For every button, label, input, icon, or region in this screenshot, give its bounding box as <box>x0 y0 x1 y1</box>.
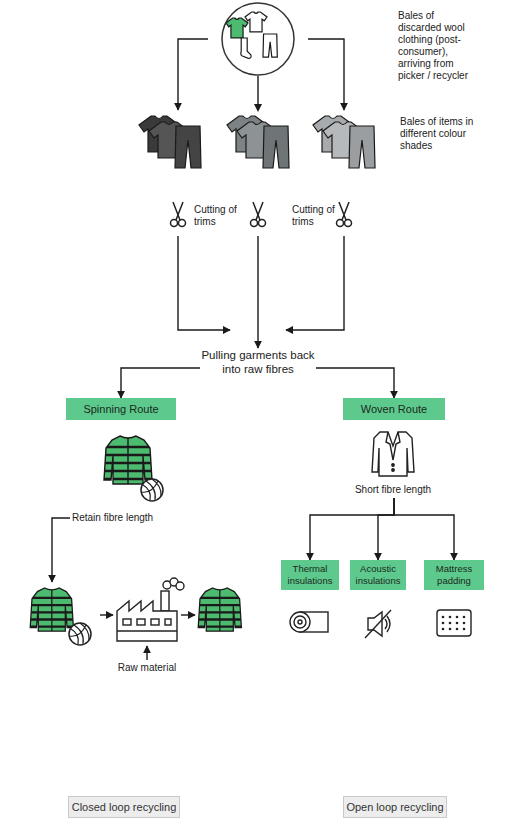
closed-loop-arrow <box>52 518 195 660</box>
product-box: Acoustic insulations <box>350 560 406 590</box>
blazer-icon <box>392 469 394 471</box>
clothing-in-circle <box>241 38 251 58</box>
scissors-icon <box>337 202 352 227</box>
node-text: Thermal insulations <box>281 563 339 587</box>
branch-line <box>178 39 208 110</box>
flow-arrow <box>316 368 394 398</box>
factory-icon <box>117 601 177 641</box>
factory-icon <box>176 582 184 590</box>
factory-icon <box>123 619 131 625</box>
side-note: Bales of items in different colour shade… <box>400 116 476 152</box>
clothing-bale-medium <box>227 116 289 168</box>
scissors-icon <box>251 202 266 227</box>
step-note: Cutting of trims <box>292 204 338 228</box>
closed-loop-illustration <box>28 578 245 645</box>
loop-type-box: Closed loop recycling <box>68 796 180 818</box>
spinning-illustration <box>141 479 163 501</box>
step-note: Cutting of trims <box>194 204 240 228</box>
blazer-icon <box>386 432 400 460</box>
padding-icon <box>456 616 459 619</box>
roll-icon <box>294 616 306 628</box>
node-text: Mattress padding <box>424 563 484 587</box>
factory-icon <box>117 630 177 631</box>
source-circle: Bales of discarded wool clothing (post-c… <box>221 2 295 76</box>
closed-loop-illustration <box>28 588 77 631</box>
step-note: Short fibre length <box>343 484 443 496</box>
closed-loop-arrow <box>100 614 113 615</box>
closed-loop-arrow <box>146 646 147 660</box>
muted-speaker-icon <box>365 610 391 638</box>
route-box: Woven Route <box>343 398 445 420</box>
padding-icon <box>437 610 471 636</box>
closed-loop-arrow <box>52 518 70 582</box>
padding-icon <box>463 622 466 625</box>
step-note: Raw material <box>112 662 182 674</box>
padding-icon <box>449 616 452 619</box>
scissors-icon <box>171 202 186 227</box>
clothing-bale-medium <box>263 126 289 168</box>
padding-icon <box>463 628 466 631</box>
branch-line <box>254 104 262 112</box>
clothing-bale-dark <box>139 116 201 168</box>
merge-line <box>286 236 344 330</box>
closed-loop-illustration <box>196 588 245 631</box>
padding-icon <box>442 628 445 631</box>
factory-icon <box>151 619 159 625</box>
padding-icon <box>456 622 459 625</box>
blazer-icon <box>392 464 394 466</box>
spinning-illustration <box>102 436 156 484</box>
node-text: Closed loop recycling <box>72 801 177 813</box>
factory-icon <box>137 619 145 625</box>
clothing-bale-light <box>313 116 375 168</box>
circle-outline <box>222 3 294 75</box>
product-box: Mattress padding <box>424 560 484 590</box>
padding-icon <box>456 628 459 631</box>
loop-type-box: Open loop recycling <box>343 796 447 818</box>
roll-icon <box>290 612 310 632</box>
blazer-icon <box>372 432 414 476</box>
padding-icon <box>442 616 445 619</box>
node-text: Woven Route <box>361 403 427 415</box>
factory-icon <box>165 619 171 625</box>
circle-outline <box>221 2 295 76</box>
padding-icon <box>449 622 452 625</box>
padding-icon <box>442 616 466 631</box>
branch-line <box>308 39 344 110</box>
factory-icon <box>117 578 184 641</box>
muted-speaker-icon <box>365 610 391 638</box>
product-box: Thermal insulations <box>281 560 339 590</box>
blazer-icon <box>372 432 414 476</box>
merge-line <box>178 236 344 330</box>
node-text: Bales of discarded wool clothing (post-c… <box>398 10 472 82</box>
muted-speaker-icon <box>385 616 390 632</box>
closed-loop-illustration <box>69 623 91 645</box>
roll-icon <box>298 620 302 624</box>
merge-line <box>178 236 230 330</box>
roll-icon <box>290 612 328 632</box>
clothing-bale-light <box>349 126 375 168</box>
step-note: Retain fibre length <box>72 512 192 524</box>
flow-arrow <box>121 368 200 398</box>
clothing-in-circle <box>263 34 277 57</box>
clothing-in-circle <box>226 18 248 38</box>
flow-arrow <box>257 76 258 348</box>
route-box: Spinning Route <box>66 398 176 420</box>
padding-icon <box>463 616 466 619</box>
closed-loop-arrow <box>181 614 195 615</box>
spinning-illustration <box>102 436 163 501</box>
node-text: Acoustic insulations <box>350 563 406 587</box>
factory-icon <box>161 591 169 611</box>
node-text: Pulling garments back into raw fibres <box>200 348 316 376</box>
clothing-in-circle <box>226 12 277 58</box>
clothing-bale-dark <box>175 126 201 168</box>
padding-icon <box>437 610 471 636</box>
padding-icon <box>442 622 445 625</box>
node-text: Spinning Route <box>83 403 158 415</box>
node-text: Open loop recycling <box>346 801 443 813</box>
padding-icon <box>449 628 452 631</box>
process-step: Pulling garments back into raw fibres <box>200 348 316 376</box>
clothing-in-circle <box>245 12 267 32</box>
